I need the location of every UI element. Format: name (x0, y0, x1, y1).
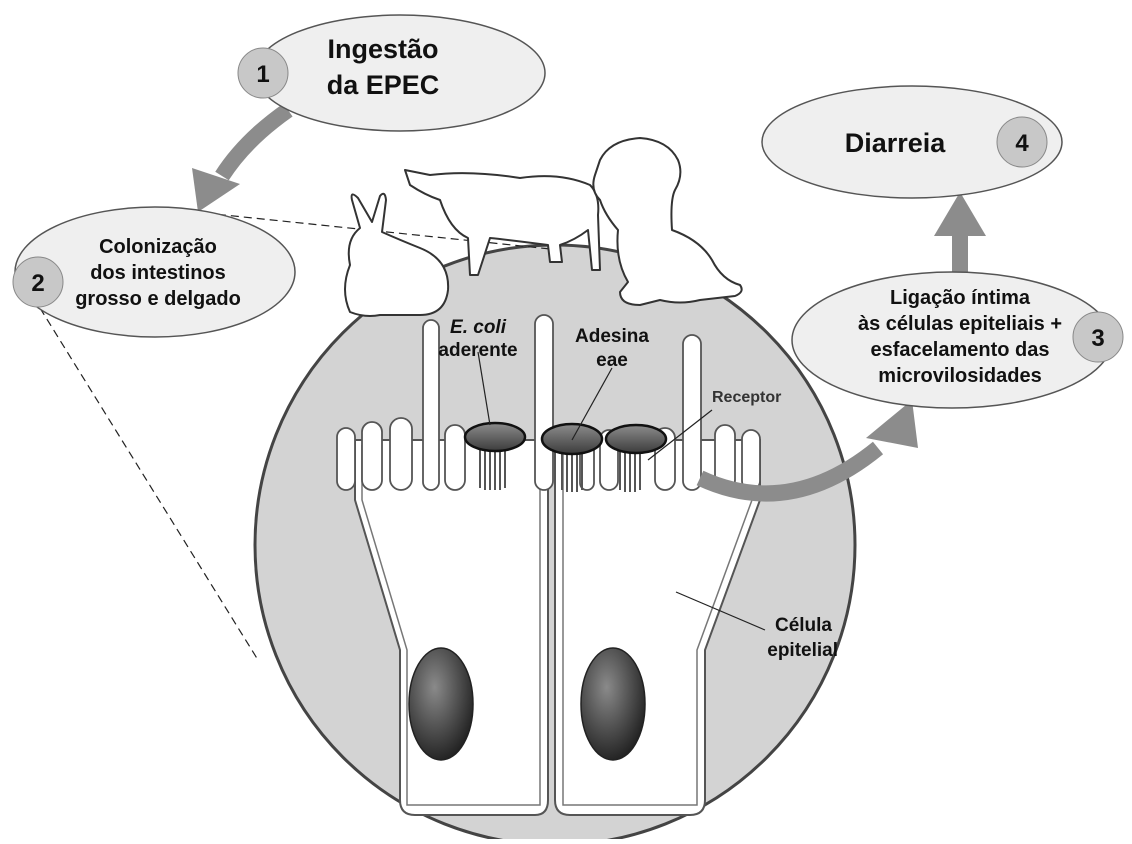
ecoli-label-line-1: E. coli (450, 317, 507, 338)
step-2-line-3: grosso e delgado (75, 288, 241, 310)
step-3-line-4: microvilosidades (878, 365, 1041, 387)
arrow-1-to-2 (222, 110, 288, 176)
step-2-bubble: 2 Colonização dos intestinos grosso e de… (13, 207, 295, 337)
nucleus-right (581, 648, 645, 760)
epithelial-cells (355, 440, 760, 815)
step-4-bubble: 4 Diarreia (762, 86, 1062, 198)
step-3-line-1: Ligação íntima (890, 287, 1031, 309)
adesina-label-line-1: Adesina (575, 326, 649, 347)
step-1-line-2: da EPEC (327, 70, 440, 100)
step-3-line-3: esfacelamento das (871, 339, 1050, 361)
nucleus-left (409, 648, 473, 760)
step-3-line-2: às células epiteliais + (858, 313, 1062, 335)
step-1-number: 1 (256, 61, 269, 88)
step-2-line-1: Colonização (99, 236, 217, 258)
step-3-number: 3 (1091, 325, 1104, 352)
adesina-label-line-2: eae (596, 350, 628, 371)
celula-label-line-1: Célula (775, 615, 832, 636)
step-2-number: 2 (31, 270, 44, 297)
bacterium-3 (606, 425, 666, 453)
step-4-number: 4 (1015, 130, 1029, 157)
ecoli-label-line-2: aderente (438, 340, 517, 361)
celula-label-line-2: epitelial (767, 640, 838, 661)
rabbit-icon (345, 194, 448, 316)
step-3-bubble: 3 Ligação íntima às células epiteliais +… (792, 272, 1123, 408)
bacterium-1 (465, 423, 525, 451)
receptor-label: Receptor (712, 389, 781, 406)
adherent-bacteria (465, 423, 666, 454)
step-2-line-2: dos intestinos (90, 262, 226, 284)
step-1-line-1: Ingestão (327, 34, 438, 64)
step-4-line-1: Diarreia (845, 128, 947, 158)
